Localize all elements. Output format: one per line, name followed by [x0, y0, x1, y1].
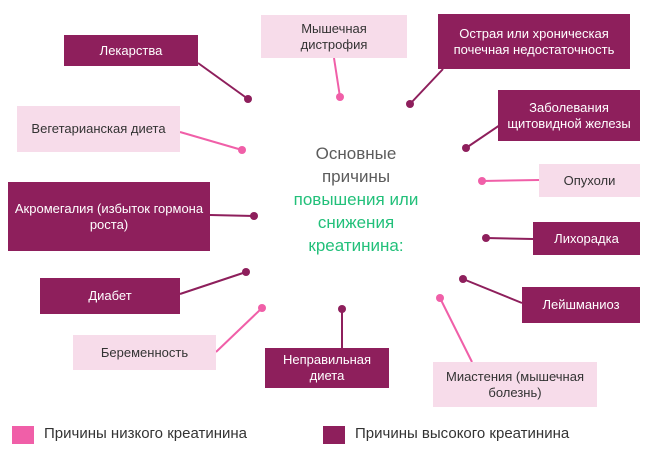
dot-fever [482, 234, 490, 242]
cause-pregnancy-label: Беременность [100, 344, 189, 360]
cause-improper-diet-label: Неправильная диета [282, 352, 372, 383]
legend-low-label: Причины низкого креатинина [44, 425, 247, 442]
cause-myasthenia-label: Миастения (мышечная болезнь) [445, 368, 584, 400]
dot-renal-failure [406, 100, 414, 108]
dot-thyroid [462, 144, 470, 152]
connector-drugs [197, 62, 249, 100]
connector-pregnancy [215, 307, 263, 353]
cause-muscular-dystrophy-label: Мышечная дистрофия [300, 20, 368, 52]
cause-thyroid-box: Заболевания щитовидной железы [498, 90, 640, 141]
center-title-line-2: причины [321, 167, 391, 186]
dot-leishmaniasis [459, 275, 467, 283]
cause-fever-box: Лихорадка [533, 222, 640, 255]
cause-acromegaly-box: Акромегалия (избыток гормона роста) [8, 182, 210, 251]
cause-acromegaly-label: Акромегалия (избыток гормона роста) [14, 200, 204, 232]
connector-myasthenia [439, 297, 473, 363]
center-title-line-4: снижения [317, 213, 395, 232]
connector-thyroid [465, 124, 501, 149]
dot-vegetarian-diet [238, 146, 246, 154]
dot-drugs [244, 95, 252, 103]
dot-pregnancy [258, 304, 266, 312]
connector-muscular-dystrophy [333, 57, 341, 98]
cause-leishmaniasis-label: Лейшманиоз [542, 297, 620, 312]
cause-leishmaniasis-box: Лейшманиоз [522, 287, 640, 323]
legend-high-swatch [323, 426, 345, 444]
legend-high-label: Причины высокого креатинина [355, 425, 570, 442]
center-title: Основные причины повышения или снижения … [276, 142, 436, 257]
connector-fever [485, 237, 534, 240]
connector-acromegaly [209, 214, 255, 217]
dot-acromegaly [250, 212, 258, 220]
cause-renal-failure-box: Острая или хроническая почечная недостат… [438, 14, 630, 69]
connector-renal-failure [409, 68, 444, 105]
dot-muscular-dystrophy [336, 93, 344, 101]
cause-fever-label: Лихорадка [554, 230, 619, 246]
dot-improper-diet [338, 305, 346, 313]
cause-myasthenia-box: Миастения (мышечная болезнь) [433, 362, 597, 407]
cause-thyroid-label: Заболевания щитовидной железы [507, 99, 631, 131]
connector-tumors [481, 179, 540, 182]
cause-improper-diet-box: Неправильная диета [265, 348, 389, 388]
cause-drugs-box: Лекарства [64, 35, 198, 66]
center-title-line-1: Основные [315, 144, 397, 163]
dot-diabetes [242, 268, 250, 276]
connector-vegetarian-diet [179, 131, 243, 151]
connector-leishmaniasis [462, 278, 523, 304]
cause-renal-failure-label: Острая или хроническая почечная недостат… [453, 25, 615, 57]
dot-myasthenia [436, 294, 444, 302]
cause-pregnancy-box: Беременность [73, 335, 216, 370]
cause-muscular-dystrophy-box: Мышечная дистрофия [261, 15, 407, 58]
cause-tumors-box: Опухоли [539, 164, 640, 197]
center-title-line-5: креатинина: [308, 236, 404, 255]
legend-low-swatch [12, 426, 34, 444]
cause-tumors-label: Опухоли [563, 172, 616, 188]
center-title-line-3: повышения или [293, 190, 419, 209]
dot-tumors [478, 177, 486, 185]
cause-diabetes-label: Диабет [88, 288, 132, 303]
cause-drugs-label: Лекарства [99, 42, 163, 58]
cause-vegetarian-diet-box: Вегетарианская диета [17, 106, 180, 152]
connector-diabetes [179, 271, 247, 295]
cause-vegetarian-diet-label: Вегетарианская диета [31, 121, 166, 136]
cause-diabetes-box: Диабет [40, 278, 180, 314]
